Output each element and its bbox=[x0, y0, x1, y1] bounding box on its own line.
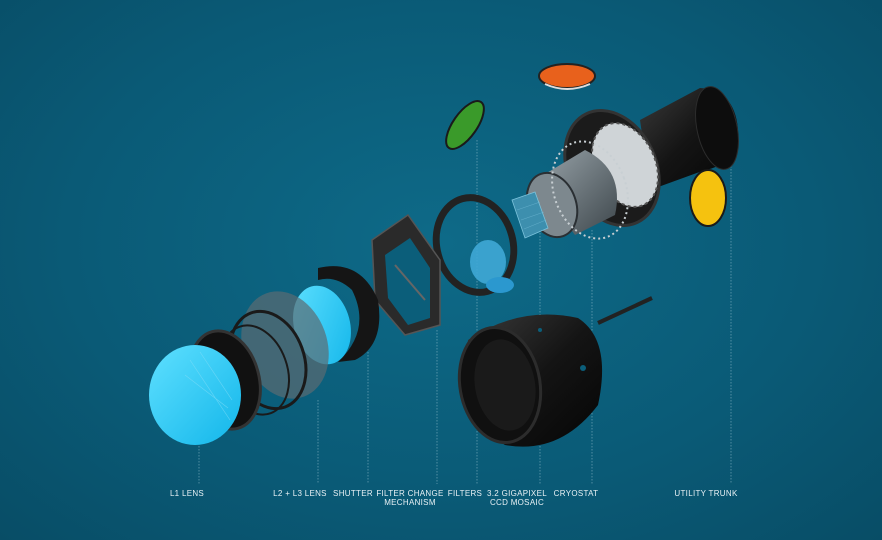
yellow-filter bbox=[689, 169, 727, 227]
camera-housing bbox=[457, 314, 603, 447]
label-filters: FILTERS bbox=[447, 489, 483, 498]
label-shutter: SHUTTER bbox=[333, 489, 373, 498]
ccd-mosaic bbox=[511, 191, 549, 239]
green-filter bbox=[445, 100, 485, 150]
label-filter-change-mechanism: FILTER CHANGE MECHANISM bbox=[376, 489, 444, 507]
label-cryostat: CRYOSTAT bbox=[553, 489, 599, 498]
label-ccd-mosaic: 3.2 GIGAPIXEL CCD MOSAIC bbox=[487, 489, 547, 507]
label-l2-l3-lens: L2 + L3 LENS bbox=[273, 489, 327, 498]
label-utility-trunk: UTILITY TRUNK bbox=[674, 489, 738, 498]
label-l1-lens: L1 LENS bbox=[169, 489, 205, 498]
orange-filter bbox=[538, 63, 596, 90]
filter-ring bbox=[432, 194, 518, 296]
strut bbox=[597, 296, 653, 325]
l1-lens bbox=[149, 329, 262, 445]
filter-change-mechanism bbox=[371, 213, 441, 336]
